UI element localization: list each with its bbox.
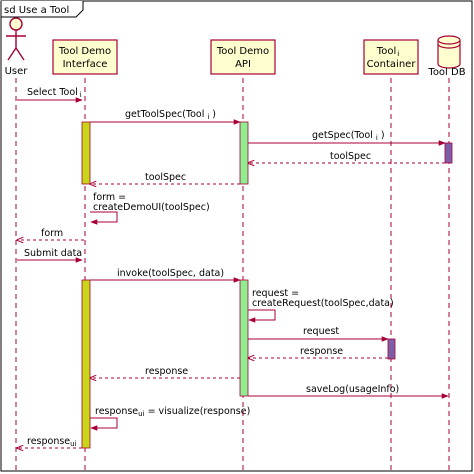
label-save-log: saveLog(usageInfo) <box>306 384 399 395</box>
participant-container-line1: Tooli <box>376 46 399 58</box>
activation-ui-2 <box>81 279 91 449</box>
label-visualize: responseui = visualize(response) <box>95 406 250 418</box>
message-visualize <box>90 417 118 431</box>
participant-container-line2: Container <box>367 59 417 70</box>
activation-db-1 <box>444 142 453 164</box>
participant-api-line2: API <box>235 59 251 70</box>
activation-ui-1 <box>81 121 91 185</box>
activation-api-1 <box>239 121 249 185</box>
participant-db-label: Tool DB <box>427 67 465 78</box>
frame-title: sd Use a Tool <box>4 5 69 16</box>
message-create-demo-ui <box>90 211 118 225</box>
label-invoke: invoke(toolSpec, data) <box>117 268 224 279</box>
label-tool-spec-api: toolSpec <box>145 172 186 183</box>
label-create-request-2: createRequest(toolSpec,data) <box>252 298 394 309</box>
participant-user-label: User <box>5 66 29 77</box>
label-create-request-1: request = <box>252 288 299 299</box>
label-response-ui: responseui <box>27 436 77 448</box>
label-create-demo-ui-1: form = <box>93 192 126 203</box>
label-tool-spec-db: toolSpec <box>330 151 371 162</box>
participant-api: Tool Demo API <box>210 39 276 75</box>
label-response-api: response <box>145 366 188 377</box>
frame-tab <box>0 1 84 18</box>
label-form: form <box>41 228 63 239</box>
actor-icon <box>9 17 23 31</box>
activation-container-1 <box>387 338 396 360</box>
label-create-demo-ui-2: createDemoUI(toolSpec) <box>93 202 210 213</box>
participant-db <box>437 35 461 69</box>
participant-user <box>6 17 26 61</box>
participant-api-line1: Tool Demo <box>216 46 269 57</box>
participant-ui-line2: Interface <box>63 59 108 70</box>
participant-container: Tooli Container <box>363 39 419 75</box>
label-submit-data: Submit data <box>24 248 82 259</box>
participant-ui: Tool Demo Interface <box>52 39 118 75</box>
participant-ui-line1: Tool Demo <box>58 46 111 57</box>
label-response-container: response <box>300 346 343 357</box>
label-request: request <box>303 326 339 337</box>
message-create-request <box>248 309 276 323</box>
activation-api-2 <box>239 279 249 397</box>
